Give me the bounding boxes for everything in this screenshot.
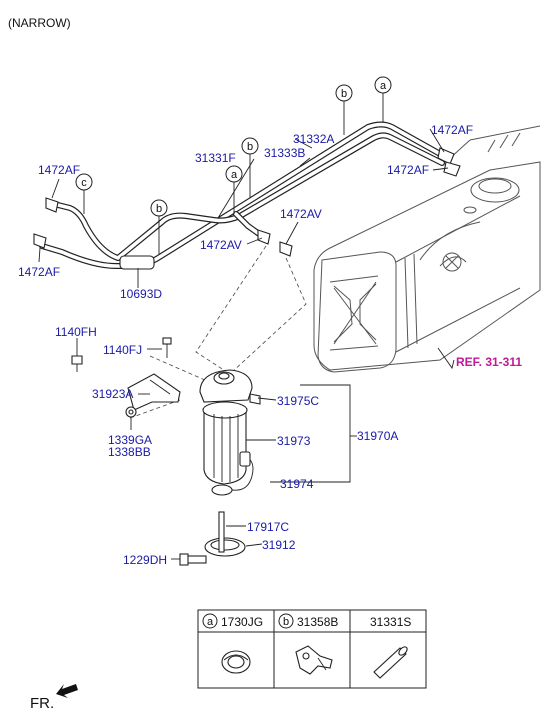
label-1472av[interactable]: 1472AV [200,238,242,252]
callout-a: a [380,80,387,92]
label-17917c[interactable]: 17917C [247,520,289,534]
label-1472af[interactable]: 1472AF [18,265,60,279]
label-1140fh[interactable]: 1140FH [55,325,97,339]
label-10693d[interactable]: 10693D [120,287,162,301]
callout-markers: a b b a b c [75,76,392,254]
front-label: FR. [30,695,54,712]
filter-cartridge [203,411,247,485]
filter-bracket [127,373,181,411]
label-1338bb[interactable]: 1338BB [108,445,151,459]
callout-b: b [156,203,162,215]
label-1140fj[interactable]: 1140FJ [103,343,142,357]
reference-label[interactable]: REF. 31-311 [456,355,522,369]
label-31912[interactable]: 31912 [262,538,296,552]
label-1472af[interactable]: 1472AF [38,163,80,177]
grommet-icon [221,650,251,674]
part-labels: 1472AF 1472AF 1472AF 1472AF 1472AV 1472A… [18,123,522,567]
bolt-1140fh [71,355,83,365]
label-31332a[interactable]: 31332A [293,132,334,146]
legend-key-a: a [207,616,214,628]
clamp-rod [218,511,225,553]
legend-table: a 1730JG b 31358B 31331S [197,609,427,689]
fuel-filter-assembly [71,245,307,566]
legend-part-31358b: 31358B [297,615,338,629]
label-31923a[interactable]: 31923A [92,387,133,401]
label-1472af[interactable]: 1472AF [431,123,473,137]
clip-icon [295,645,333,675]
pipe-fittings [33,147,461,257]
water-sensor [211,484,233,496]
filter-head [199,369,253,403]
label-1229dh[interactable]: 1229DH [123,553,167,567]
front-direction-indicator: FR. [30,684,78,712]
legend-part-31331s: 31331S [370,615,411,629]
front-arrow-icon [56,684,78,698]
variant-label: (NARROW) [8,16,71,30]
label-31331f[interactable]: 31331F [195,151,236,165]
callout-b: b [341,88,347,100]
label-31333b[interactable]: 31333B [264,146,305,160]
label-31973[interactable]: 31973 [277,434,311,448]
hose-icon [373,646,408,679]
callout-c: c [81,177,87,189]
legend-key-b: b [283,616,289,628]
bolt-1140fj [162,337,172,345]
fuel-lines [39,121,445,270]
label-31970a[interactable]: 31970A [357,429,398,443]
leader-lines [38,128,455,560]
label-1472av[interactable]: 1472AV [280,207,322,221]
callout-a: a [231,169,238,181]
hose-sleeve [119,255,155,270]
label-31975c[interactable]: 31975C [277,394,319,408]
callout-b: b [247,141,253,153]
label-1339ga[interactable]: 1339GA [108,433,152,447]
label-1472af[interactable]: 1472AF [387,163,429,177]
label-31974[interactable]: 31974 [280,477,314,491]
bolt-1229dh [185,555,207,564]
legend-part-1730jg: 1730JG [221,615,263,629]
